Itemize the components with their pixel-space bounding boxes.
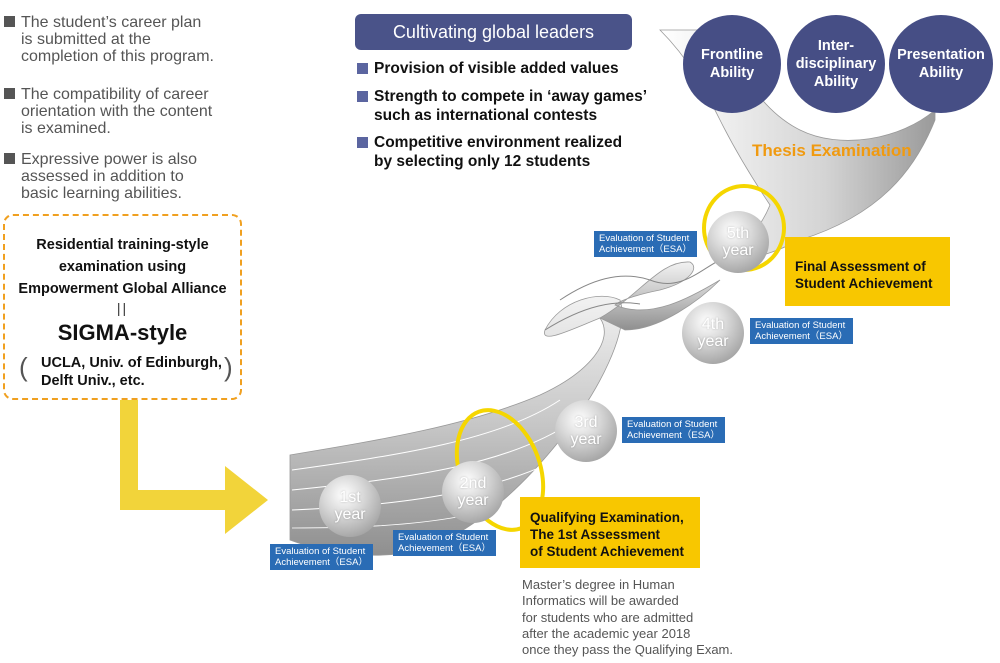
note-compatibility: The compatibility of career orientation … (4, 86, 212, 137)
esa-label-5th: Evaluation of Student Achievement（ESA） (594, 231, 697, 257)
year-3-ball: 3rd year (555, 400, 617, 462)
final-assessment-box: Final Assessment of Student Achievement (785, 237, 950, 306)
bullet-square-icon (357, 63, 368, 74)
ribbon-twist (599, 261, 721, 331)
exam-description: Residential training-style examination u… (18, 237, 227, 297)
universities-list: UCLA, Univ. of Edinburgh, Delft Univ., e… (41, 355, 222, 389)
sigma-exam-box: Residential training-style examination u… (3, 214, 242, 400)
note-expressive-power: Expressive power is also assessed in add… (4, 151, 197, 202)
thesis-examination-label: Thesis Examination (752, 141, 912, 160)
note-text: Expressive power is also assessed in add… (21, 151, 198, 202)
equals-sign: || (116, 300, 129, 316)
point-added-values: Provision of visible added values (357, 59, 619, 78)
esa-label-4th: Evaluation of Student Achievement（ESA） (750, 318, 853, 344)
point-text: Strength to compete in ‘away games’ such… (374, 88, 648, 124)
bullet-square-icon (357, 91, 368, 102)
ability-presentation: Presentation Ability (889, 15, 993, 113)
bullet-square-icon (4, 16, 15, 27)
year-1-ball: 1st year (319, 475, 381, 537)
point-away-games: Strength to compete in ‘away games’ such… (357, 87, 647, 125)
qualifying-exam-box: Qualifying Examination, The 1st Assessme… (520, 497, 700, 568)
note-text: The compatibility of career orientation … (21, 86, 213, 137)
esa-label-1st: Evaluation of Student Achievement（ESA） (270, 544, 373, 570)
ability-frontline: Frontline Ability (683, 15, 781, 113)
bullet-square-icon (4, 88, 15, 99)
global-leaders-header: Cultivating global leaders (355, 14, 632, 50)
esa-label-2nd: Evaluation of Student Achievement（ESA） (393, 530, 496, 556)
point-competitive-env: Competitive environment realized by sele… (357, 133, 622, 171)
note-career-plan: The student’s career plan is submitted a… (4, 14, 214, 65)
yellow-arrow (120, 400, 268, 534)
esa-label-3rd: Evaluation of Student Achievement（ESA） (622, 417, 725, 443)
ability-interdisciplinary: Inter- disciplinary Ability (787, 15, 885, 113)
right-paren: ) (224, 352, 233, 382)
sigma-style-title: SIGMA-style (57, 320, 188, 345)
year-5-ball: 5th year (707, 211, 769, 273)
year-2-ball: 2nd year (442, 461, 504, 523)
bullet-square-icon (4, 153, 15, 164)
point-text: Provision of visible added values (374, 60, 619, 77)
left-paren: ( (19, 352, 28, 382)
masters-degree-note: Master’s degree in Human Informatics wil… (522, 577, 734, 658)
point-text: Competitive environment realized by sele… (374, 134, 623, 170)
note-text: The student’s career plan is submitted a… (21, 14, 214, 65)
bullet-square-icon (357, 137, 368, 148)
year-4-ball: 4th year (682, 302, 744, 364)
